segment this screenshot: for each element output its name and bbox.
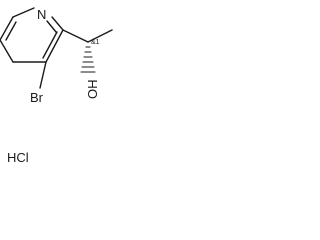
bond-c2-chiral-carbon — [62, 29, 89, 43]
bromine-label: Br — [30, 90, 44, 105]
bond-c5-c6 — [0, 16, 14, 41]
nitrogen-label: N — [37, 7, 46, 22]
bond-c3-br — [39, 61, 47, 89]
stereo-descriptor: &1 — [91, 39, 100, 46]
bond-n1-c2 — [51, 16, 64, 31]
bond-chiral-carbon-methyl — [87, 29, 113, 43]
bond-c6-n1 — [12, 7, 35, 18]
chemical-structure: N Br &1 OH HCl — [0, 7, 113, 165]
bromo-substituent — [39, 61, 47, 89]
bond-c2-c3 — [45, 29, 64, 63]
pyridine-ring — [0, 7, 64, 63]
side-chain — [62, 29, 113, 73]
double-bond-n1-c2-inner — [46, 20, 57, 33]
hashed-wedge-bond-to-oh — [80, 46, 96, 73]
bond-c4-c5 — [0, 39, 14, 63]
double-bond-c5-c6-inner — [5, 21, 17, 41]
double-bond-c2-c3-inner — [42, 31, 58, 59]
hydroxyl-label: OH — [85, 80, 100, 100]
salt-label: HCl — [7, 150, 29, 165]
